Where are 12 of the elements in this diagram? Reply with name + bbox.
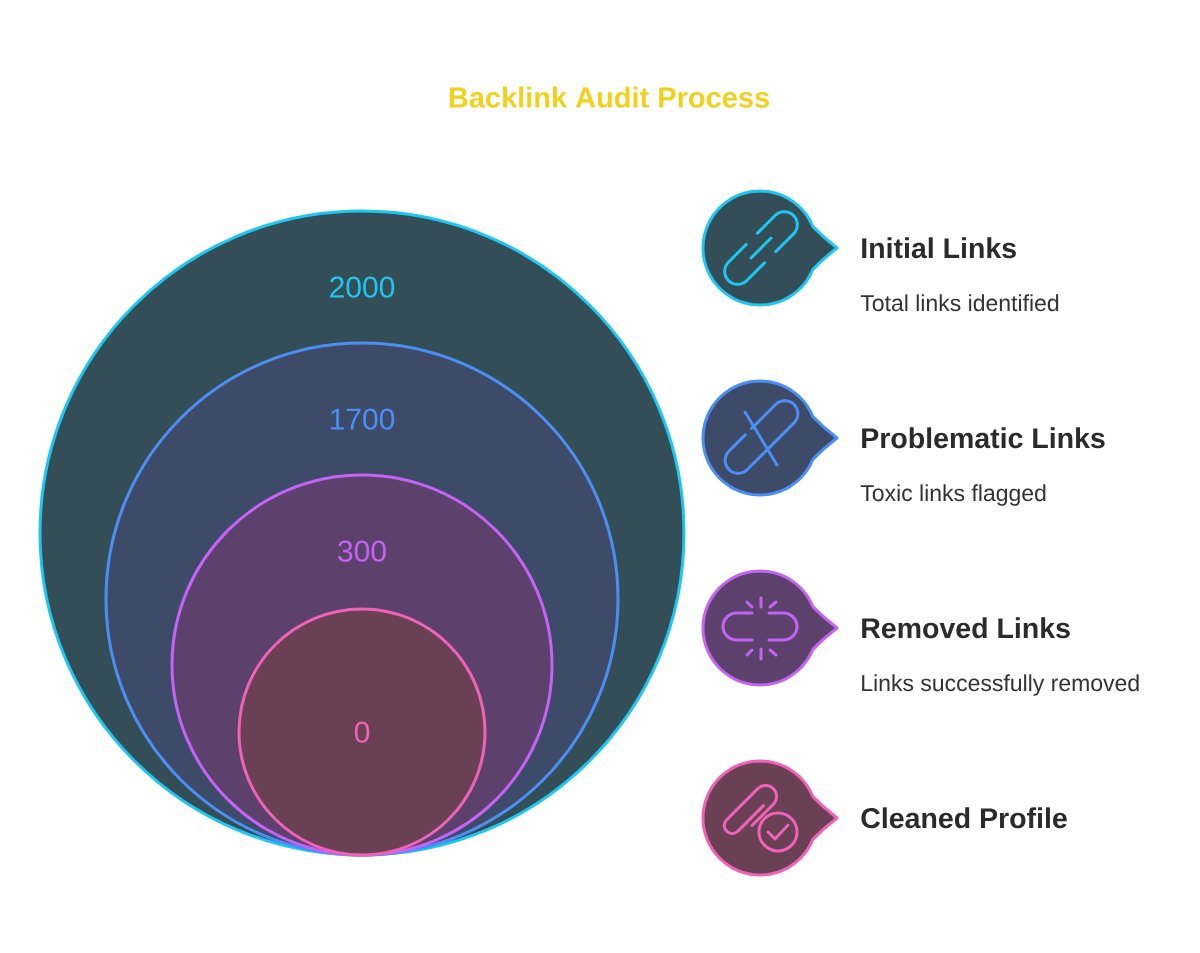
number-label: 0 [354, 721, 370, 743]
description: Total links identified [860, 294, 1059, 312]
title: Backlink Audit Process [449, 86, 769, 108]
heading: Problematic Links [862, 427, 1105, 449]
description: Links successfully removed [862, 674, 1139, 696]
heading: Initial Links [862, 237, 1016, 259]
description: Toxic links flagged [860, 484, 1046, 506]
heading: Removed Links [862, 617, 1070, 639]
number-label: 2000 [330, 276, 395, 298]
heading: Cleaned Profile [861, 807, 1067, 829]
number-label: 1700 [330, 408, 395, 430]
number-label: 300 [338, 540, 386, 562]
